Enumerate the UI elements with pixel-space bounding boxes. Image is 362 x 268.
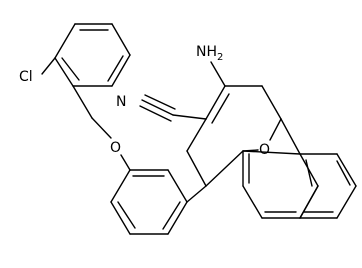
bond: [110, 169, 131, 203]
bond: [111, 23, 131, 56]
bond: [107, 55, 124, 82]
bond: [139, 105, 172, 122]
bond: [91, 117, 112, 139]
ring-oxygen-label: O: [259, 142, 270, 158]
bond: [210, 61, 226, 87]
bond: [61, 57, 80, 81]
bond: [186, 118, 207, 152]
bond: [261, 85, 282, 120]
bond: [299, 185, 319, 219]
chlorine-label: Cl: [19, 69, 33, 85]
bond: [167, 169, 188, 203]
bond: [172, 114, 207, 120]
bond: [72, 85, 93, 119]
bond: [54, 23, 76, 59]
amine-h-count: 2: [217, 52, 223, 63]
bond: [162, 201, 181, 230]
bond: [111, 54, 131, 87]
bond: [117, 201, 136, 229]
bond: [144, 94, 176, 110]
bond: [336, 153, 357, 187]
nitrile-nitrogen-label: N: [116, 94, 126, 110]
bond: [186, 185, 207, 203]
ether-oxygen-label: O: [110, 140, 121, 156]
bond: [54, 57, 74, 87]
bonds: [41, 23, 357, 235]
bond: [336, 185, 357, 219]
bond: [269, 118, 282, 141]
bond: [110, 201, 131, 235]
bond: [242, 185, 263, 219]
bond: [120, 154, 131, 171]
atom-labels: Cl O O N NH2: [19, 44, 270, 158]
bond: [280, 118, 301, 155]
bond: [242, 150, 301, 155]
bond: [205, 150, 244, 187]
bond: [336, 160, 351, 186]
bond: [211, 93, 230, 124]
amine-label: NH2: [196, 44, 223, 63]
bond: [141, 99, 174, 116]
bond: [41, 57, 56, 75]
bond: [186, 150, 207, 187]
bond: [305, 159, 313, 187]
amine-nh-text: NH: [196, 44, 217, 60]
bond: [167, 201, 188, 235]
bond: [205, 85, 226, 120]
